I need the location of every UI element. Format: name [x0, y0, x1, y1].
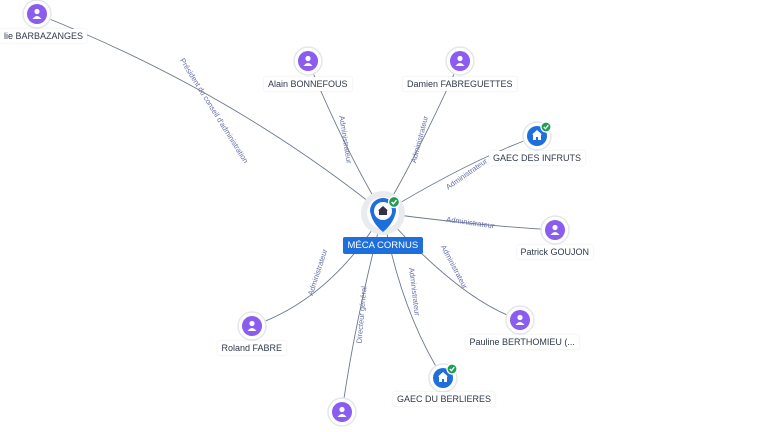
node-barbazanges-person-icon[interactable] — [22, 0, 52, 29]
node-berlieres-building-icon[interactable] — [428, 363, 458, 393]
edges — [36, 13, 556, 413]
node-label-berthomieu[interactable]: Pauline BERTHOMIEU (... — [465, 335, 579, 349]
nodes — [22, 0, 570, 427]
edge-fabre — [251, 212, 384, 327]
node-label-fabre[interactable]: Roland FABRE — [217, 341, 287, 355]
center-node-label[interactable]: MÉCA CORNUS — [342, 237, 424, 254]
node-fabreguettes-person-icon[interactable] — [445, 46, 475, 76]
edge-berthomieu — [382, 212, 521, 321]
node-bottom-person-icon[interactable] — [327, 397, 357, 427]
edge-label-goujon: Administrateur — [446, 215, 496, 231]
edge-barbazanges — [36, 13, 384, 214]
node-label-barbazanges[interactable]: lie BARBAZANGES — [0, 29, 88, 43]
node-fabre-person-icon[interactable] — [237, 311, 267, 341]
node-infruts-building-icon[interactable] — [522, 121, 552, 151]
edge-label-berthomieu: Administrateur — [439, 243, 470, 290]
node-label-bonnefous[interactable]: Alain BONNEFOUS — [264, 77, 352, 91]
edge-label-barbazanges: Président du conseil d'administration — [178, 57, 250, 165]
edge-berlieres — [382, 212, 444, 379]
node-label-fabreguettes[interactable]: Damien FABREGUETTES — [403, 77, 517, 91]
edge-label-bonnefous: Administrateur — [337, 115, 354, 165]
node-label-goujon[interactable]: Patrick GOUJON — [516, 245, 594, 259]
edge-label-fabreguettes: Administrateur — [409, 114, 430, 164]
node-label-infruts[interactable]: GAEC DES INFRUTS — [489, 151, 586, 165]
edge-label-infruts: Administrateur — [444, 156, 489, 191]
edge-infruts — [382, 135, 538, 214]
node-goujon-person-icon[interactable] — [540, 215, 570, 245]
center-node-building-icon[interactable] — [361, 191, 405, 235]
node-berthomieu-person-icon[interactable] — [505, 305, 535, 335]
node-label-berlieres[interactable]: GAEC DU BERLIERES — [393, 392, 496, 406]
node-bonnefous-person-icon[interactable] — [293, 46, 323, 76]
edge-label-bottom: Directeur général — [355, 285, 369, 343]
